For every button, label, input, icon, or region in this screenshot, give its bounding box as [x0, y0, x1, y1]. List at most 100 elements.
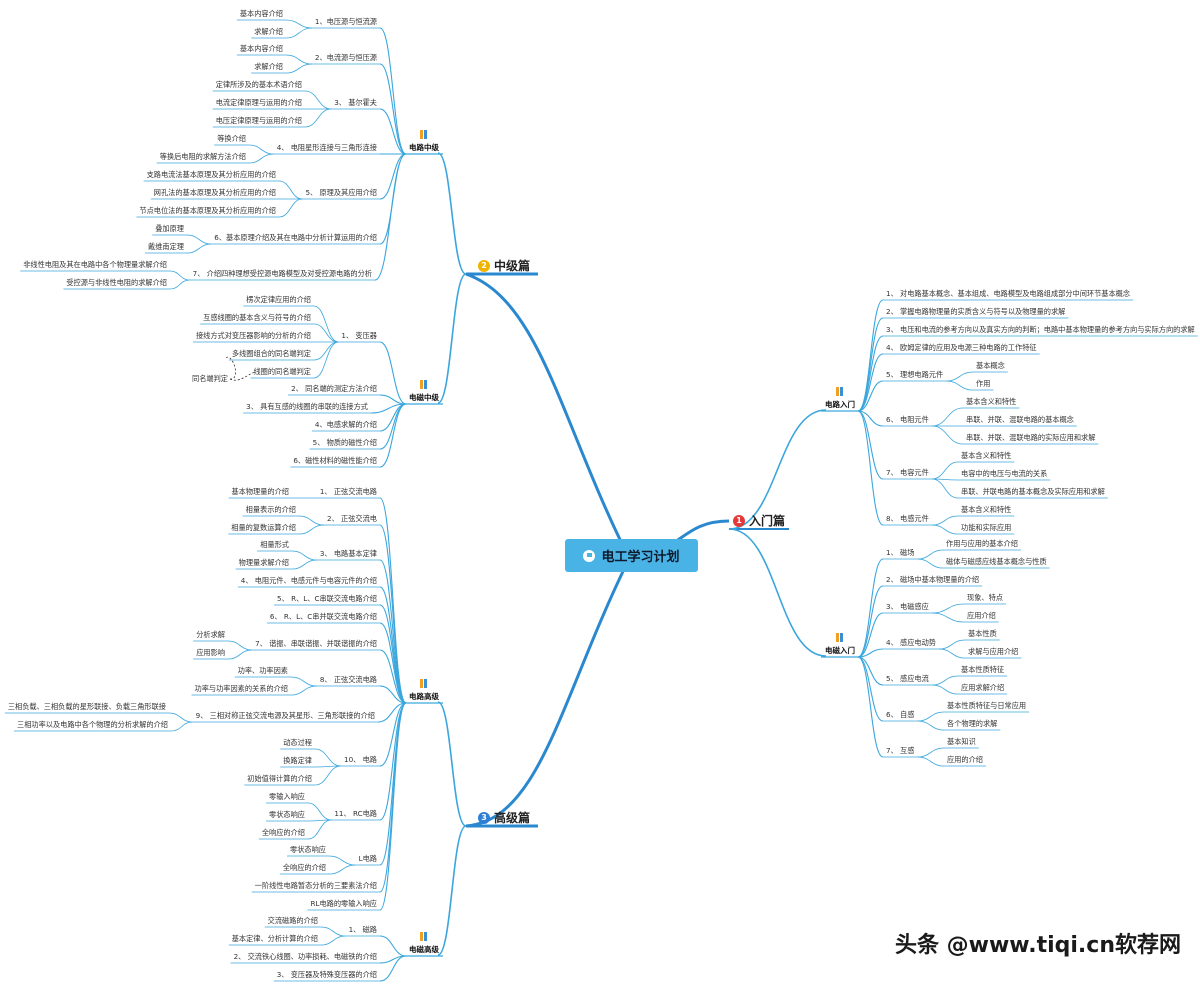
topic-c10c[interactable]: 初始值得计算的介绍 — [247, 774, 312, 783]
topic-f2[interactable]: 2、 磁场中基本物理量的介绍 — [886, 575, 980, 584]
topic-c9[interactable]: 9、 三相对称正弦交流电源及其星形、三角形联接的介绍 — [195, 711, 375, 720]
topic-f7b[interactable]: 应用的介绍 — [947, 755, 983, 764]
topic-f6[interactable]: 6、 自感 — [886, 710, 915, 719]
topic-e7b[interactable]: 电容中的电压与电流的关系 — [961, 469, 1048, 478]
topic-d3[interactable]: 3、 变压器及特殊变压器的介绍 — [276, 970, 377, 979]
topic-f1[interactable]: 1、 磁场 — [886, 548, 915, 557]
topic-d2[interactable]: 2、 交流铁心线圈、功率损耗、电磁铁的介绍 — [233, 952, 377, 961]
topic-a4[interactable]: 4、 电阻星形连接与三角形连接 — [276, 143, 377, 152]
topic-f5[interactable]: 5、 感应电流 — [886, 674, 929, 683]
topic-f7[interactable]: 7、 互感 — [886, 746, 915, 755]
topic-f3a[interactable]: 现象、特点 — [967, 593, 1003, 602]
hub-h_dl_gj[interactable]: 电路高级 — [409, 692, 439, 701]
topic-a7[interactable]: 7、 介绍四种理想受控源电路模型及对受控源电路的分析 — [192, 269, 372, 278]
topic-f4b[interactable]: 求解与应用介绍 — [968, 647, 1019, 656]
topic-c2[interactable]: 2、 正弦交流电 — [327, 514, 377, 523]
topic-a7a[interactable]: 非线性电阻及其在电路中各个物理量求解介绍 — [23, 260, 167, 269]
topic-e8b[interactable]: 功能和实际应用 — [961, 523, 1012, 532]
topic-a5a[interactable]: 支路电流法基本原理及其分析应用的介绍 — [146, 170, 276, 179]
topic-c3[interactable]: 3、 电路基本定律 — [319, 549, 377, 558]
topic-a1a[interactable]: 基本内容介绍 — [239, 9, 283, 18]
hub-h_dl_rm[interactable]: 电路入门 — [825, 400, 855, 409]
topic-c6[interactable]: 6、 R、L、C串并联交流电路介绍 — [269, 612, 377, 621]
topic-e8a[interactable]: 基本含义和特性 — [961, 505, 1012, 514]
topic-b1d[interactable]: 多线圈组合的同名端判定 — [231, 349, 311, 358]
topic-c2b[interactable]: 相量的复数运算介绍 — [231, 523, 296, 532]
topic-e3[interactable]: 3、 电压和电流的参考方向以及真实方向的判断；电路中基本物理量的参考方向与实际方… — [886, 325, 1195, 334]
topic-c11a[interactable]: 零输入响应 — [269, 792, 305, 801]
topic-d1a[interactable]: 交流磁路的介绍 — [267, 916, 318, 925]
hub-h_cl_rm[interactable]: 电磁入门 — [825, 646, 855, 655]
topic-f6b[interactable]: 各个物理的求解 — [947, 719, 998, 728]
topic-a7b[interactable]: 受控源与非线性电阻的求解介绍 — [66, 278, 167, 287]
topic-a6a[interactable]: 叠加原理 — [155, 224, 184, 233]
topic-b6[interactable]: 6、磁性材料的磁性能介绍 — [293, 456, 377, 465]
topic-c12[interactable]: L电路 — [358, 854, 377, 863]
hub-h_dl_zj[interactable]: 电路中级 — [409, 143, 439, 152]
topic-c11c[interactable]: 全响应的介绍 — [261, 828, 305, 837]
topic-f4a[interactable]: 基本性质 — [968, 629, 997, 638]
topic-c3b[interactable]: 物理量求解介绍 — [238, 558, 289, 567]
topic-c14[interactable]: RL电路的零输入响应 — [310, 899, 378, 908]
topic-c9b[interactable]: 三相功率以及电路中各个物理的分析求解的介绍 — [17, 720, 168, 729]
topic-e7[interactable]: 7、 电容元件 — [886, 468, 929, 477]
topic-f5a[interactable]: 基本性质特征 — [961, 665, 1005, 674]
topic-a2b[interactable]: 求解介绍 — [254, 62, 283, 71]
topic-c10b[interactable]: 换路定律 — [283, 756, 312, 765]
topic-c13[interactable]: 一阶线性电路暂态分析的三要素法介绍 — [254, 881, 377, 890]
topic-a1b[interactable]: 求解介绍 — [254, 27, 283, 36]
topic-e6c[interactable]: 串联、并联、混联电路的实际应用和求解 — [966, 433, 1096, 442]
hub-h_cl_gj[interactable]: 电磁高级 — [409, 945, 439, 954]
topic-e8[interactable]: 8、 电感元件 — [886, 514, 929, 523]
topic-c1a[interactable]: 基本物理量的介绍 — [231, 487, 289, 496]
topic-c12a[interactable]: 零状态响应 — [290, 845, 326, 854]
topic-c12b[interactable]: 全响应的介绍 — [282, 863, 326, 872]
topic-a5c[interactable]: 节点电位法的基本原理及其分析应用的介绍 — [139, 206, 276, 215]
topic-d1[interactable]: 1、 磁路 — [348, 925, 377, 934]
topic-d1b[interactable]: 基本定律、分析计算的介绍 — [231, 934, 318, 943]
topic-c5[interactable]: 5、 R、L、C串联交流电路介绍 — [277, 594, 377, 603]
topic-a3a[interactable]: 定律所涉及的基本术语介绍 — [215, 80, 302, 89]
topic-f3b[interactable]: 应用介绍 — [967, 611, 996, 620]
topic-f4[interactable]: 4、 感应电动势 — [886, 638, 936, 647]
topic-e6a[interactable]: 基本含义和特性 — [966, 397, 1017, 406]
topic-c8b[interactable]: 功率与功率因素的关系的介绍 — [194, 684, 288, 693]
topic-e7c[interactable]: 串联、并联电路的基本概念及实际应用和求解 — [961, 487, 1105, 496]
topic-c10[interactable]: 10、 电路 — [344, 755, 377, 764]
topic-b4[interactable]: 4、电感求解的介绍 — [314, 420, 377, 429]
topic-a5b[interactable]: 网孔法的基本原理及其分析应用的介绍 — [153, 188, 276, 197]
topic-a3b[interactable]: 电流定律原理与运用的介绍 — [215, 98, 302, 107]
topic-f1b[interactable]: 磁体与磁感应线基本概念与性质 — [946, 557, 1047, 566]
topic-a2a[interactable]: 基本内容介绍 — [239, 44, 283, 53]
topic-b1[interactable]: 1、 变压器 — [341, 331, 377, 340]
topic-b3[interactable]: 3、 具有互感的线圈的串联的连接方式 — [246, 402, 368, 411]
topic-b1c[interactable]: 接线方式对变压器影响的分析的介绍 — [195, 331, 311, 340]
topic-a6[interactable]: 6、基本原理介绍及其在电路中分析计算运用的介绍 — [214, 233, 377, 242]
topic-a4a[interactable]: 等换介绍 — [217, 134, 246, 143]
topic-a2[interactable]: 2、电流源与恒压源 — [314, 53, 377, 62]
topic-c8a[interactable]: 功率、功率因素 — [237, 666, 288, 675]
topic-a3c[interactable]: 电压定律原理与运用的介绍 — [215, 116, 302, 125]
topic-e5a[interactable]: 基本概念 — [976, 361, 1005, 370]
topic-c11b[interactable]: 零状态响应 — [269, 810, 305, 819]
topic-a5[interactable]: 5、 原理及其应用介绍 — [305, 188, 377, 197]
topic-a1[interactable]: 1、电压源与恒流源 — [314, 17, 377, 26]
root-topic[interactable]: 电工学习计划 — [565, 539, 698, 572]
topic-c7a[interactable]: 分析求解 — [196, 630, 225, 639]
topic-a6b[interactable]: 戴维南定理 — [148, 242, 184, 251]
topic-e6[interactable]: 6、 电阻元件 — [886, 415, 929, 424]
topic-a3[interactable]: 3、 基尔霍夫 — [334, 98, 377, 107]
topic-b1e[interactable]: 线圈的同名端判定 — [253, 367, 311, 376]
topic-b5[interactable]: 5、 物质的磁性介绍 — [312, 438, 377, 447]
topic-f5b[interactable]: 应用求解介绍 — [961, 683, 1005, 692]
topic-c7b[interactable]: 应用影响 — [196, 648, 225, 657]
topic-f7a[interactable]: 基本知识 — [947, 737, 976, 746]
topic-c2a[interactable]: 相量表示的介绍 — [245, 505, 296, 514]
topic-e5[interactable]: 5、 理想电路元件 — [886, 370, 944, 379]
topic-c1[interactable]: 1、 正弦交流电路 — [319, 487, 377, 496]
topic-c8[interactable]: 8、 正弦交流电路 — [319, 675, 377, 684]
topic-c10a[interactable]: 动态过程 — [283, 738, 312, 747]
